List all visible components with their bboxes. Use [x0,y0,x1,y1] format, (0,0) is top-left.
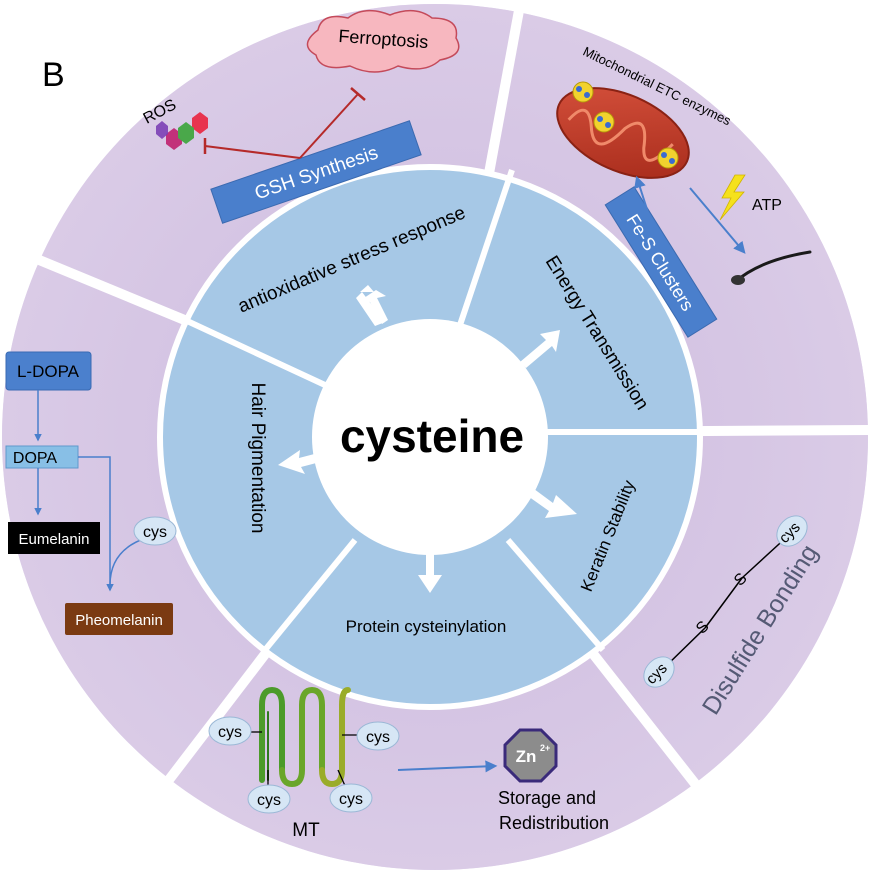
center-circle [312,319,548,555]
inner-ring-dividers [183,169,700,652]
zn-label: Zn [516,747,537,766]
mt-cys-left [208,716,252,746]
eumelanin-box [8,522,100,554]
lightning-icon [719,174,746,221]
sector-gsh: GSH Synthesis Ferroptosis ROS [141,9,460,224]
ros-hexagons [156,112,208,150]
atp-label: ATP [752,197,782,214]
mt-to-zn-arrow [397,760,498,773]
svg-text:cys: cys [366,729,390,746]
svg-text:cys: cys [339,791,363,808]
label-hair: Hair Pigmentation [247,382,268,533]
mt-cys-bottom-right [329,783,373,813]
gsh-box [210,120,422,224]
gsh-inhibit-ferroptosis [299,93,359,159]
center-label: cysteine [340,410,524,462]
storage-line1: Storage and [498,788,596,808]
sector-mt: cys cys cys cys MT Zn 2+ Storage and Red… [208,686,609,841]
svg-text:cys: cys [218,724,242,741]
svg-text:cys: cys [143,524,167,541]
zn-octagon [503,728,558,783]
panel-letter: B [42,56,65,94]
mt-coil [259,686,351,788]
mt-label: MT [292,820,320,841]
disulfide-cys-top [776,515,808,547]
storage-line2: Redistribution [499,813,609,833]
pheomelanin-label: Pheomelanin [75,612,163,629]
zn-charge: 2+ [540,743,550,753]
mitochondrion [556,87,690,179]
mt-cys-right [356,721,400,751]
mt-cys-bottom-left [247,784,291,814]
ferroptosis-cloud [306,9,460,73]
dopa-label: DOPA [13,450,57,467]
ldopa-label: L-DOPA [17,362,80,381]
svg-text:cys: cys [257,792,281,809]
fes-to-mito-arrow [634,175,661,251]
mito-to-hair-arrow [689,187,746,254]
label-protein: Protein cysteinylation [346,617,507,636]
fes-icons [572,81,679,169]
ldopa-box [5,351,92,391]
gsh-inhibit-ros [204,145,301,159]
disulfide-cys-bottom [643,656,675,688]
dopa-to-pheomelanin [78,456,114,592]
pheomelanin-box [65,603,173,635]
sector-pigmentation: L-DOPA DOPA Eumelanin cys Pheomelanin [5,351,177,635]
center-arrows [278,285,577,593]
fes-box [604,186,718,338]
eumelanin-label: Eumelanin [19,531,90,548]
pig-cys [133,516,177,546]
